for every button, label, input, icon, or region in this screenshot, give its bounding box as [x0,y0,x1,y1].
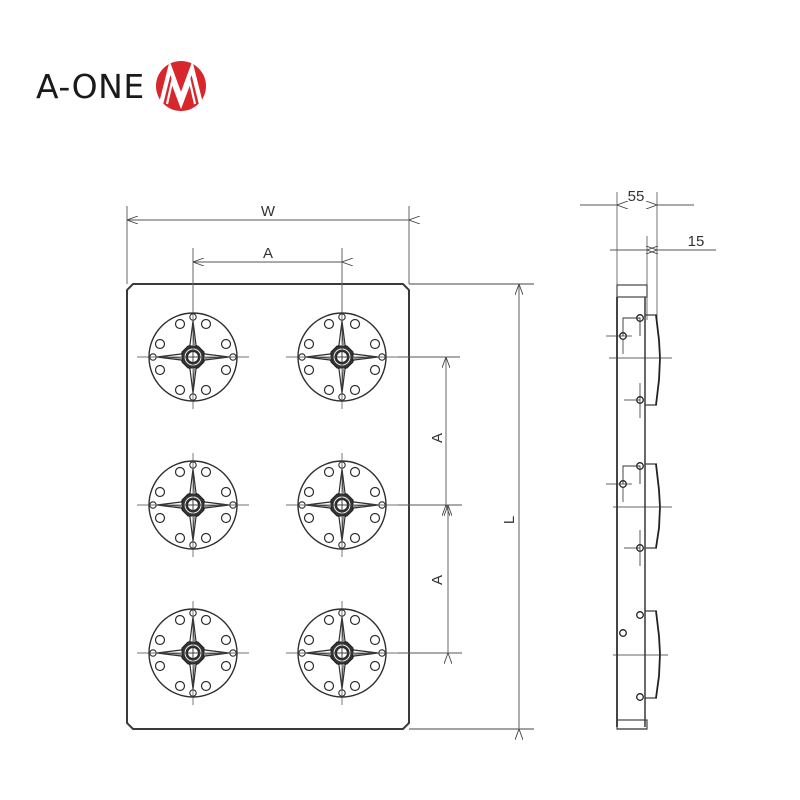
side-chuck-2 [606,462,672,566]
chuck-r2-c2 [285,452,399,558]
dimension-15: 15 [610,233,716,320]
side-chuck-1 [606,314,672,418]
chuck-r3-c1 [136,600,250,706]
m-circle-logo-icon [155,60,206,111]
dim-label-55: 55 [628,188,645,205]
pallet-plate-outline [126,283,410,730]
side-chuck-3 [613,610,668,701]
dimension-55: 55 [580,188,694,320]
chuck-r1-c1 [136,304,250,410]
dimension-a-vertical-1: A [429,357,446,505]
chuck-r3-c2 [285,600,399,706]
brand-name: A-ONE [36,66,145,106]
dim-label-a-vertical-2: A [429,575,446,585]
front-view: W A A A L [126,203,534,730]
dimension-a-vertical-2: A [429,505,448,653]
dim-label-a-top: A [263,245,273,262]
dim-label-a-vertical-1: A [429,433,446,443]
dim-label-w: W [261,203,276,220]
dimension-a-horizontal: A [192,245,342,311]
chuck-r2-c1 [136,452,250,558]
dimension-l: L [409,283,534,729]
chuck-r1-c2 [285,304,399,410]
brand-logo: A-ONE [36,58,207,114]
dim-label-15: 15 [688,233,705,250]
side-view: 55 15 [580,188,716,730]
dim-label-l: L [501,516,518,524]
dimension-w: W [126,203,409,284]
